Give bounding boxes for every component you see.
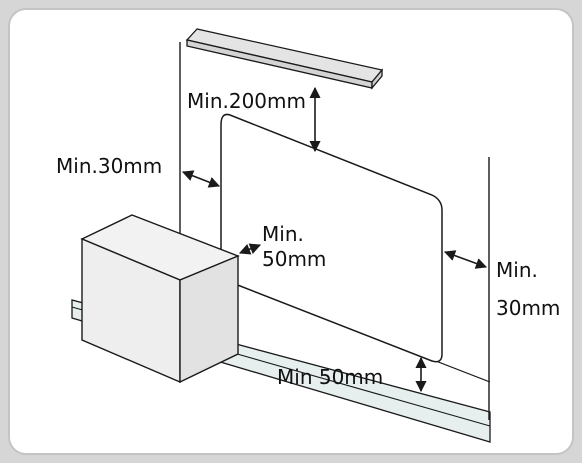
left-clearance-label: Min.30mm (56, 154, 162, 178)
side-clearance-label-line1: Min. (262, 222, 304, 246)
top-clearance-label: Min.200mm (187, 89, 306, 113)
heater-panel (220, 113, 443, 363)
right-clearance-arrow (443, 250, 488, 269)
side-clearance-label-line2: 50mm (262, 247, 326, 271)
left-clearance-arrow (181, 170, 221, 188)
shelf-top (185, 28, 384, 83)
right-clearance-label-line1: Min. (496, 258, 538, 282)
right-clearance-label-line2: 30mm (496, 296, 560, 320)
diagram-frame: Min.200mm Min.30mm Min. 50mm Min. 30mm M… (8, 8, 574, 455)
bottom-clearance-label: Min 50mm (277, 365, 383, 389)
shelf-side (371, 68, 383, 90)
side-clearance-arrow (238, 243, 262, 255)
box-side (179, 254, 239, 384)
installation-clearance-diagram: Min.200mm Min.30mm Min. 50mm Min. 30mm M… (56, 28, 560, 443)
